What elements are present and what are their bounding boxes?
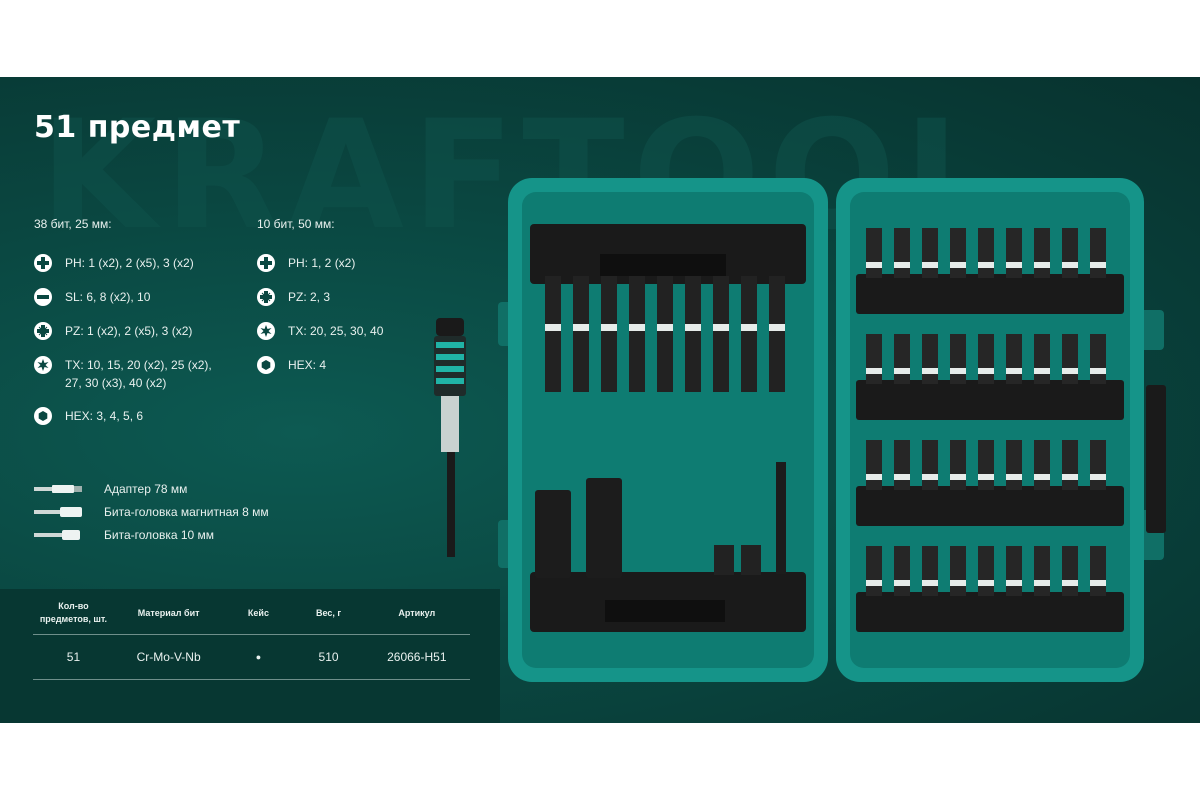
pozidriv-icon: [34, 322, 52, 340]
spec-item: PH: 1 (x2), 2 (x5), 3 (x2): [33, 254, 194, 273]
pozidriv-icon: [257, 288, 275, 306]
spec-item: TX: 10, 15, 20 (x2), 25 (x2),27, 30 (x3)…: [33, 356, 212, 392]
right-column-heading: 10 бит, 50 мм:: [257, 217, 335, 231]
table-cell: Cr-Mo-V-Nb: [113, 634, 224, 680]
table-row: 51 Cr-Mo-V-Nb ● 510 26066-H51: [33, 634, 470, 680]
left-column-heading: 38 бит, 25 мм:: [34, 217, 112, 231]
table-header-cell: Кол-во предметов, шт.: [33, 592, 114, 635]
table-cell: ●: [223, 634, 294, 680]
hex-icon: [257, 356, 275, 374]
spec-item: PZ: 2, 3: [256, 288, 330, 307]
product-banner: KRAFTOOL 51 предмет 38 бит, 25 мм: 10 би…: [0, 77, 1200, 723]
page-title: 51 предмет: [34, 110, 241, 145]
torx-icon: [34, 356, 52, 374]
slotted-icon: [34, 288, 52, 306]
adapter-icon: [34, 485, 82, 493]
accessory-item: Бита-головка 10 мм: [34, 528, 214, 542]
table-cell: 26066-H51: [363, 634, 470, 680]
case-left-half: [498, 178, 828, 682]
spec-item: HEX: 3, 4, 5, 6: [33, 407, 143, 426]
nut-driver-icon: [34, 530, 80, 540]
spec-item: SL: 6, 8 (x2), 10: [33, 288, 150, 307]
table-header-cell: Материал бит: [113, 592, 224, 635]
phillips-icon: [257, 254, 275, 272]
case-right-half: [836, 178, 1166, 682]
table-header-cell: Артикул: [363, 592, 470, 635]
magnetic-adapter: [434, 318, 466, 557]
product-image: [434, 178, 1166, 682]
table-header-cell: Вес, г: [293, 592, 364, 635]
torx-icon: [257, 322, 275, 340]
table-cell: 51: [33, 634, 114, 680]
spec-item: TX: 20, 25, 30, 40: [256, 322, 383, 341]
accessory-item: Бита-головка магнитная 8 мм: [34, 505, 269, 519]
spec-item: HEX: 4: [256, 356, 326, 375]
accessory-item: Адаптер 78 мм: [34, 482, 187, 496]
spec-item: PZ: 1 (x2), 2 (x5), 3 (x2): [33, 322, 192, 341]
spec-table: Кол-во предметов, шт. Материал бит Кейс …: [33, 592, 470, 680]
nut-driver-icon: [34, 507, 82, 517]
table-header-row: Кол-во предметов, шт. Материал бит Кейс …: [33, 592, 470, 635]
hex-icon: [34, 407, 52, 425]
table-header-cell: Кейс: [223, 592, 294, 635]
table-cell: 510: [293, 634, 364, 680]
spec-item: PH: 1, 2 (x2): [256, 254, 355, 273]
phillips-icon: [34, 254, 52, 272]
